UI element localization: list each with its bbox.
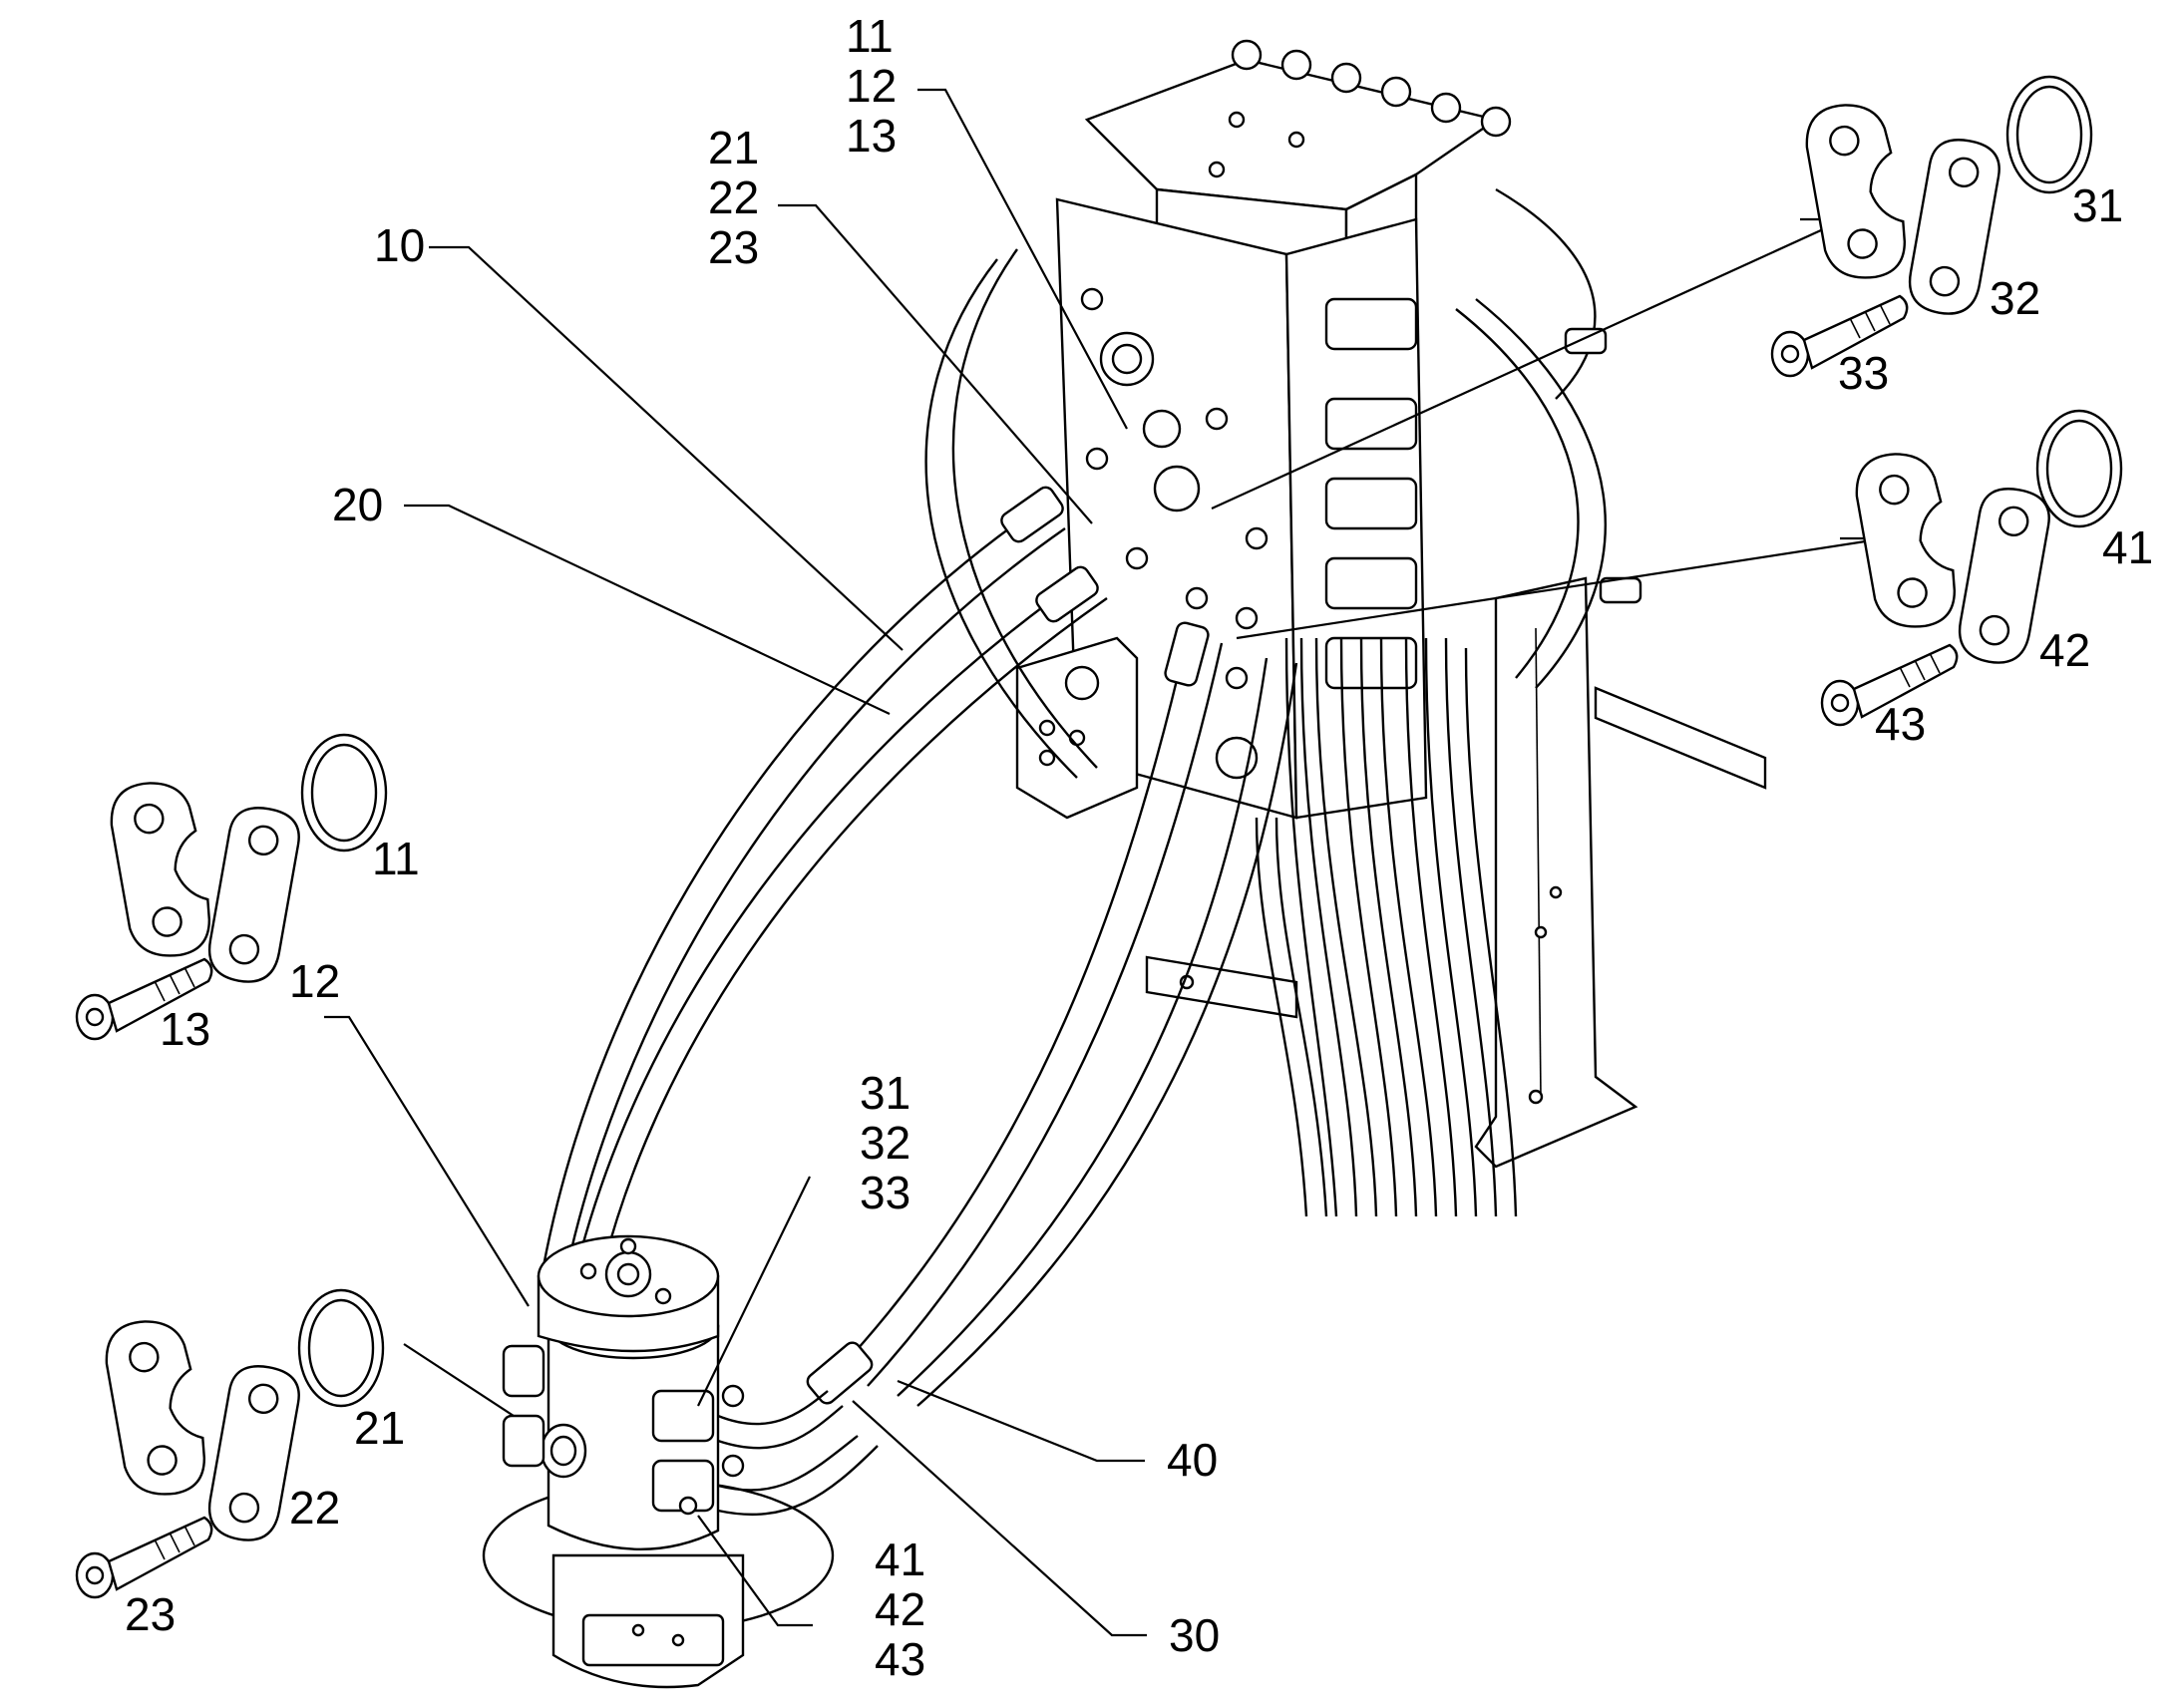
callout-11-top: 11 [846, 10, 894, 62]
callout-40: 40 [1167, 1434, 1218, 1486]
hose-bundle [1255, 637, 1518, 1217]
flange-kit-right-bottom [1820, 409, 2123, 727]
callout-10: 10 [374, 219, 425, 271]
callout-21-top: 21 [708, 122, 759, 173]
kit-label-23: 23 [125, 1588, 176, 1640]
callout-42-bottom: 42 [875, 1583, 925, 1635]
kit-label-41: 41 [2102, 521, 2153, 573]
front-ports [1080, 287, 1269, 780]
callout-23-top: 23 [708, 221, 759, 273]
kit-label-43: 43 [1875, 698, 1926, 750]
callout-20: 20 [332, 479, 383, 530]
callout-43-bottom: 43 [875, 1633, 925, 1685]
top-fittings [1208, 39, 1512, 178]
long-hoses [542, 486, 1298, 1407]
callout-13-top: 13 [846, 110, 897, 162]
kit-label-42: 42 [2039, 624, 2090, 676]
side-valves [1324, 297, 1418, 690]
callout-30: 30 [1169, 1609, 1220, 1661]
callout-31-bottom: 31 [860, 1067, 910, 1119]
callout-33-bottom: 33 [860, 1167, 910, 1218]
callout-22-top: 22 [708, 171, 759, 223]
kit-label-21: 21 [354, 1402, 405, 1454]
kit-label-33: 33 [1838, 347, 1889, 399]
valve-block-assembly [924, 39, 1767, 1217]
kit-label-22: 22 [289, 1482, 340, 1534]
kit-label-13: 13 [160, 1003, 210, 1055]
callout-12-top: 12 [846, 60, 897, 112]
callout-32-bottom: 32 [860, 1117, 910, 1169]
callout-41-bottom: 41 [875, 1534, 925, 1585]
kit-label-11: 11 [372, 833, 420, 884]
rotary-joint [482, 1234, 879, 1689]
flange-kit-left-bottom [75, 1288, 385, 1599]
callout-labels: 10 20 11 12 13 21 22 23 31 32 33 41 42 4… [125, 10, 2153, 1685]
flange-kit-right-top [1770, 75, 2093, 378]
kit-label-12: 12 [289, 955, 340, 1007]
kit-label-32: 32 [1990, 272, 2040, 324]
kit-label-31: 31 [2072, 179, 2123, 231]
